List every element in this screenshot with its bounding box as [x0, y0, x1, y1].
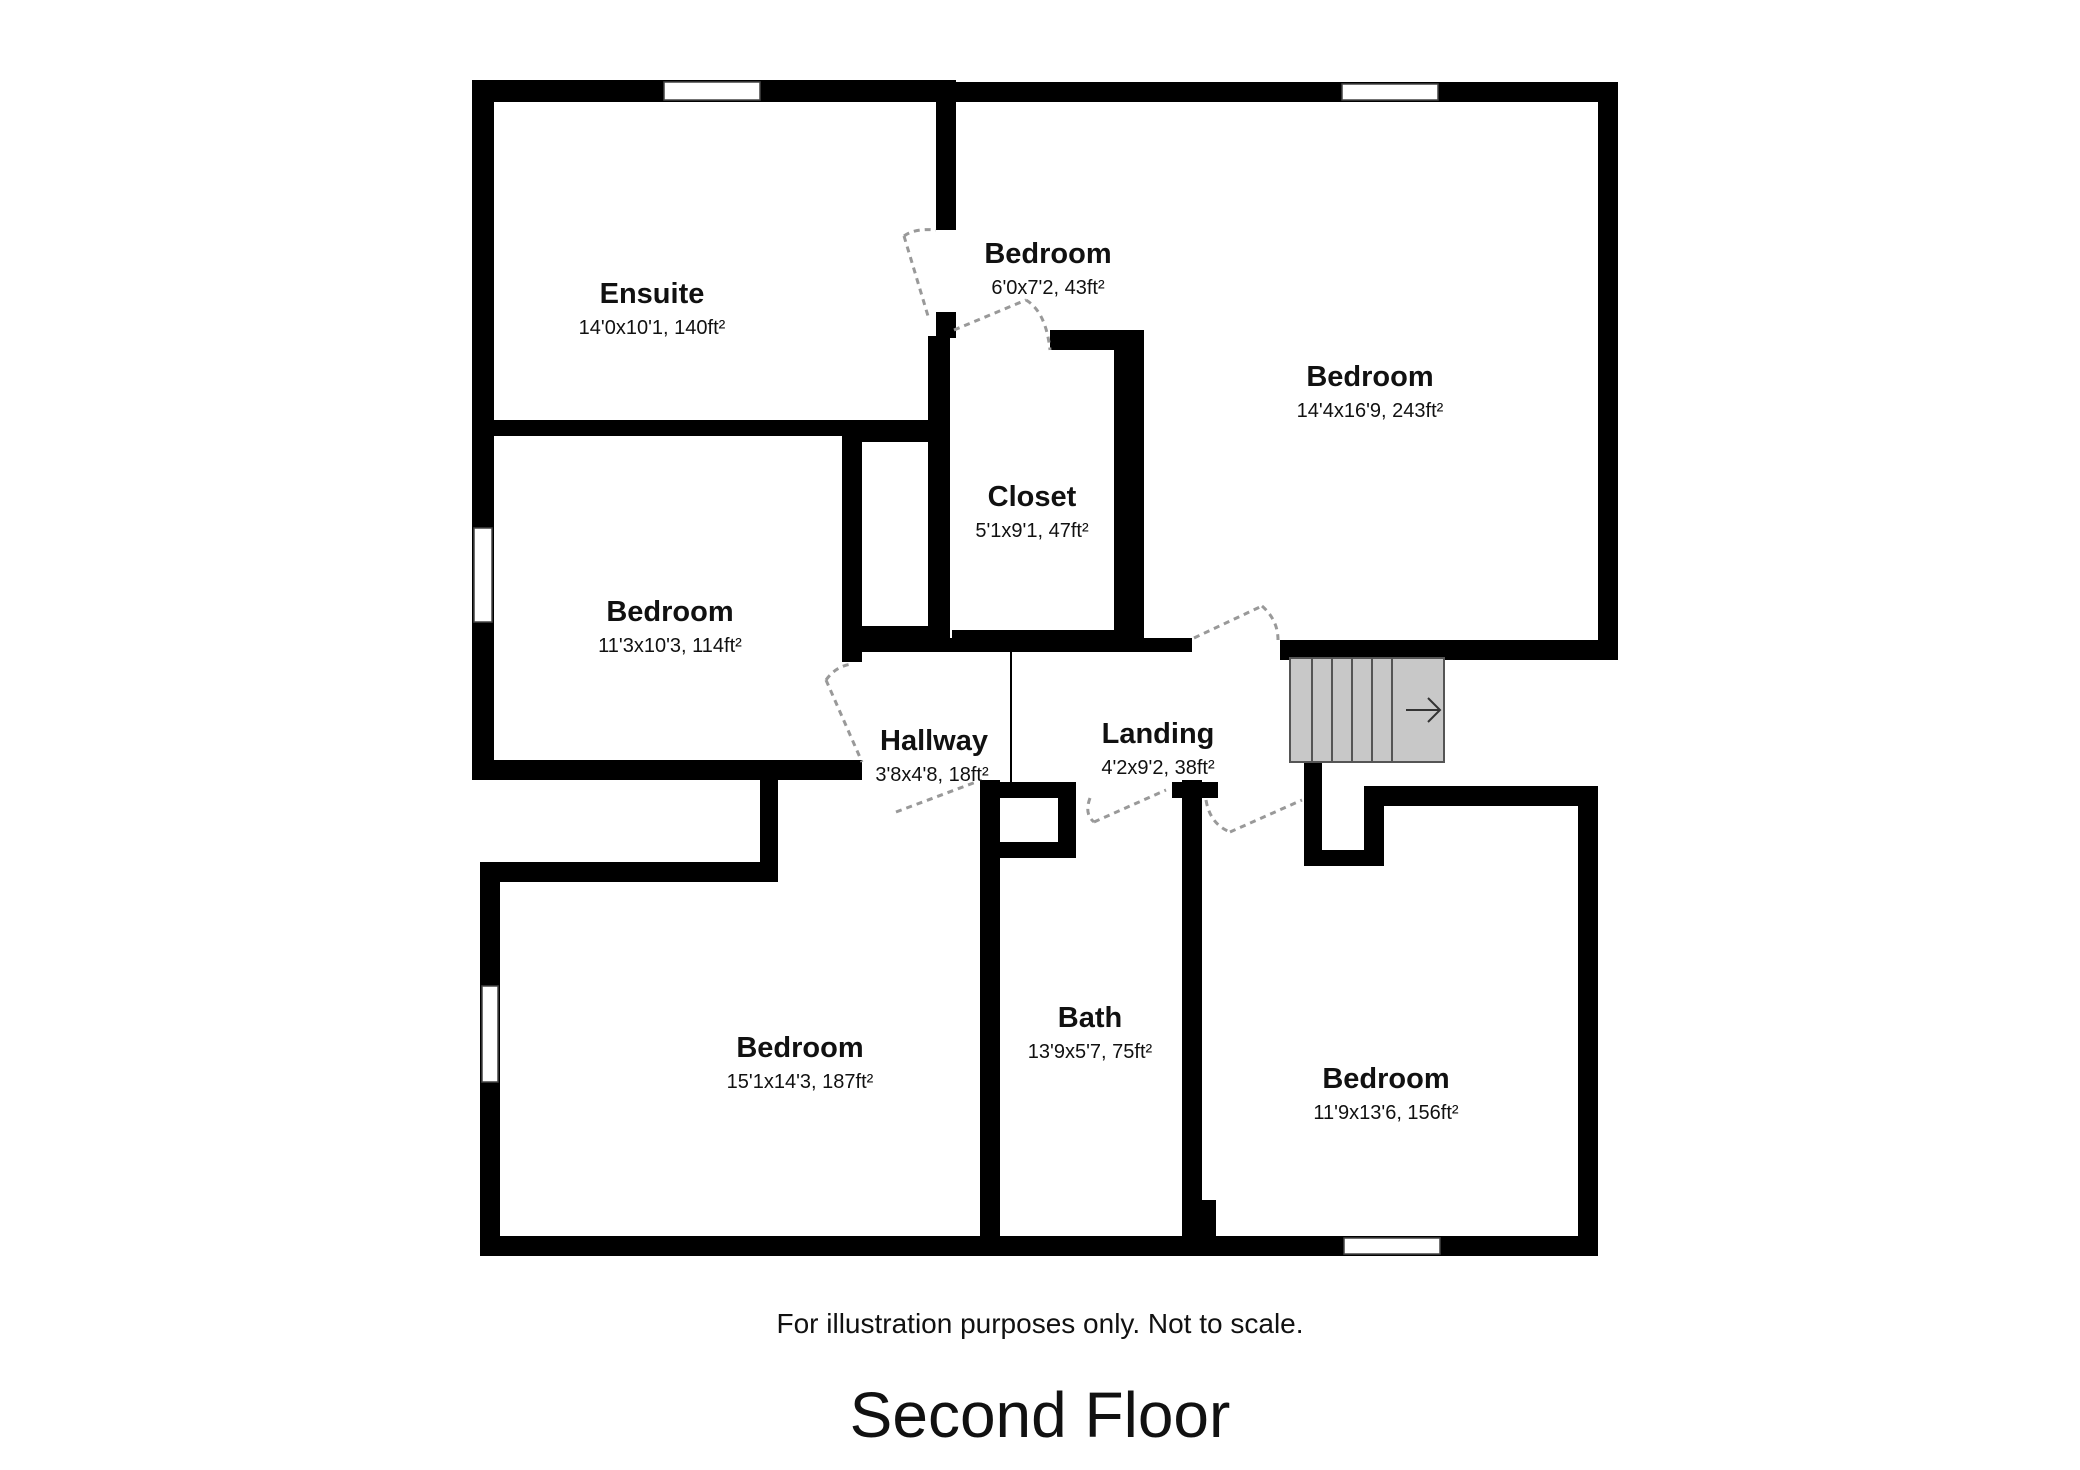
room-dims-bath: 13'9x5'7, 75ft² [1028, 1041, 1153, 1063]
windows [473, 81, 1441, 1255]
room-dims-landing: 4'2x9'2, 38ft² [1101, 757, 1215, 779]
disclaimer-text: For illustration purposes only. Not to s… [776, 1308, 1304, 1339]
room-dims-bedroom-left: 11'3x10'3, 114ft² [598, 635, 742, 657]
room-dims-bedroom-bottom-right: 11'9x13'6, 156ft² [1313, 1102, 1458, 1124]
room-name-ensuite: Ensuite [600, 278, 705, 310]
room-name-bath: Bath [1058, 1002, 1122, 1034]
room-dims-closet: 5'1x9'1, 47ft² [975, 520, 1089, 542]
room-dims-bedroom-bottom-left: 15'1x14'3, 187ft² [727, 1071, 874, 1093]
room-labels: Ensuite 14'0x10'1, 140ft² Bedroom 6'0x7'… [579, 238, 1459, 1124]
room-dims-ensuite: 14'0x10'1, 140ft² [579, 317, 726, 339]
stairs-direction-arrow-icon [1406, 697, 1442, 723]
floor-title: Second Floor [849, 1379, 1231, 1451]
room-name-bedroom-main: Bedroom [1306, 361, 1433, 393]
room-name-hallway: Hallway [880, 725, 988, 757]
room-dims-hallway: 3'8x4'8, 18ft² [875, 764, 989, 786]
room-name-closet: Closet [988, 481, 1077, 513]
stairs [1289, 657, 1445, 763]
room-name-bedroom-small: Bedroom [984, 238, 1111, 270]
room-name-bedroom-left: Bedroom [606, 596, 733, 628]
door-swings [824, 228, 1303, 834]
room-dims-bedroom-main: 14'4x16'9, 243ft² [1297, 400, 1444, 422]
room-dims-bedroom-small: 6'0x7'2, 43ft² [991, 277, 1105, 299]
room-name-landing: Landing [1102, 718, 1215, 750]
room-name-bedroom-bottom-left: Bedroom [736, 1032, 863, 1064]
room-name-bedroom-bottom-right: Bedroom [1322, 1063, 1449, 1095]
